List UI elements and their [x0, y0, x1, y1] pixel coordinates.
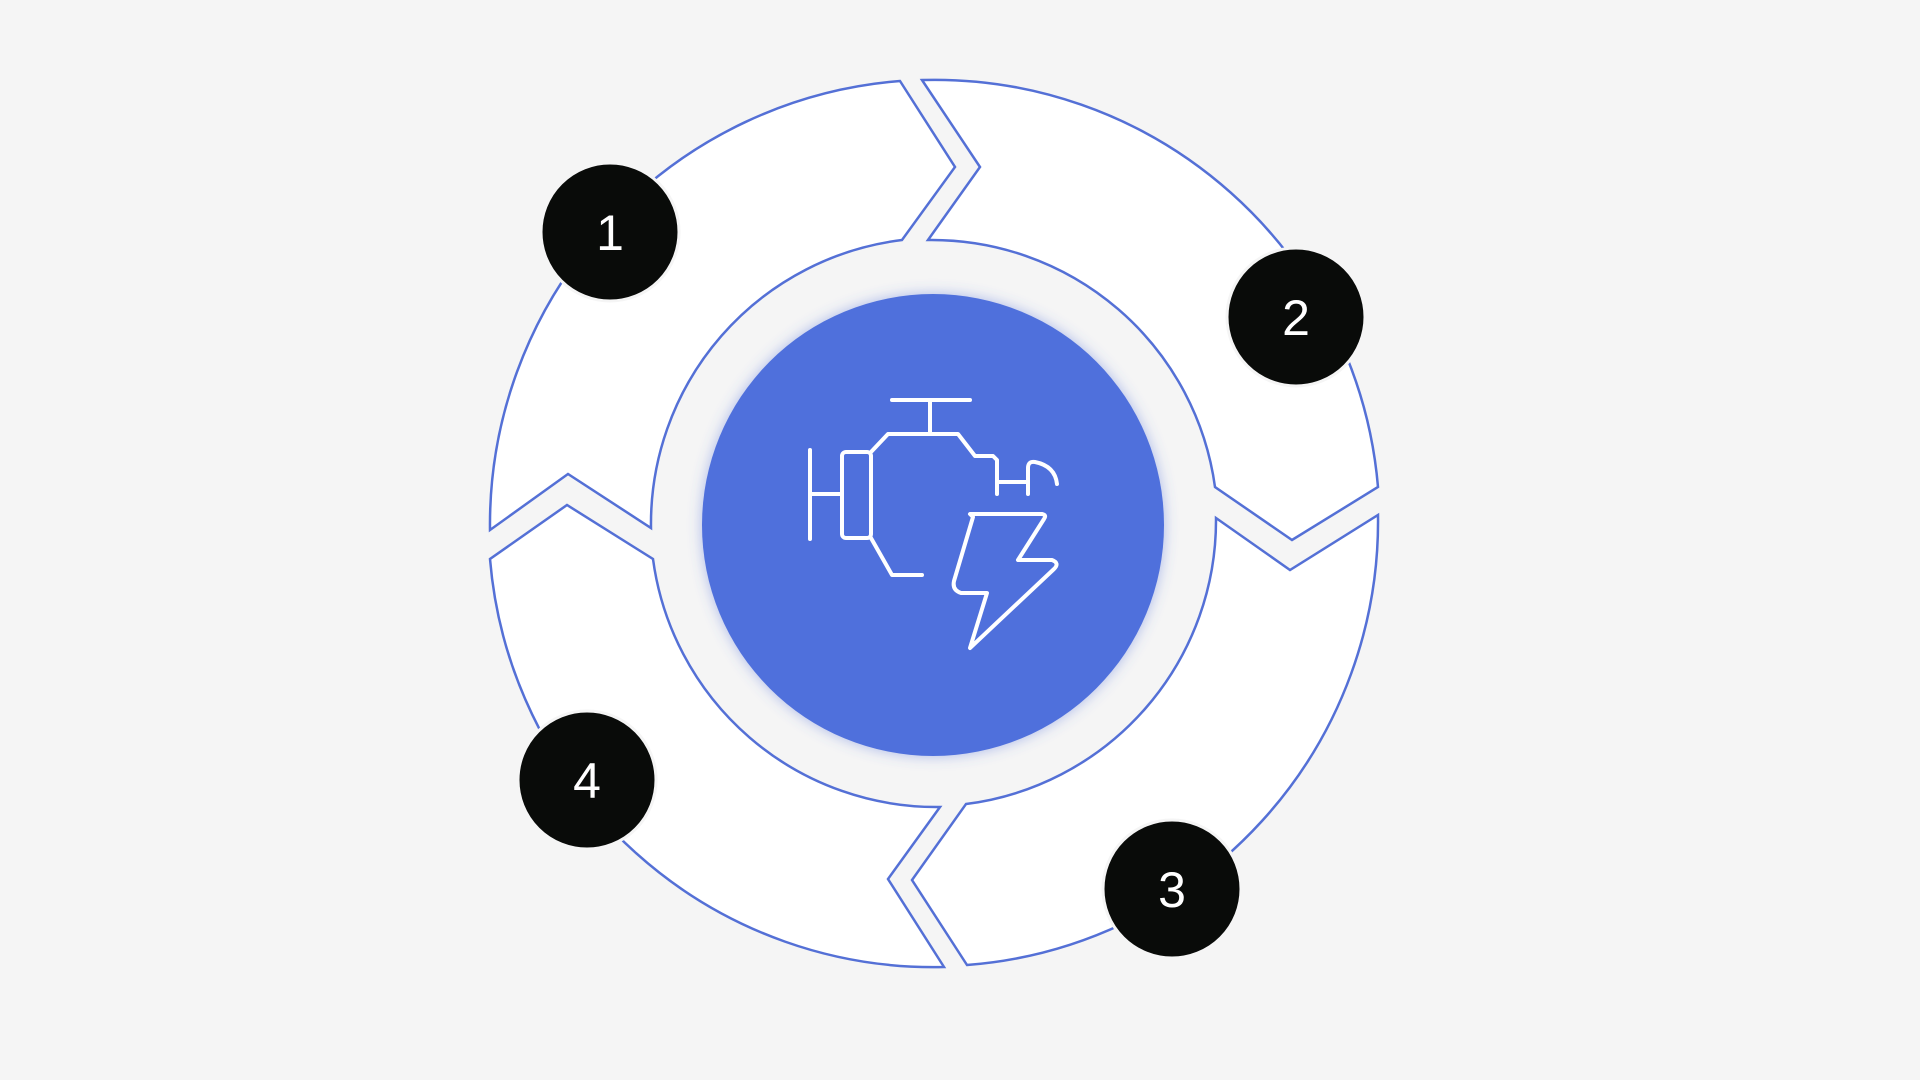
step-number-2: 2: [1282, 290, 1310, 346]
center-hub: [702, 294, 1164, 756]
step-number-1: 1: [596, 205, 624, 261]
step-badge-2: 2: [1225, 246, 1367, 388]
step-number-4: 4: [573, 753, 601, 809]
cycle-segment-1: [488, 79, 957, 533]
step-number-3: 3: [1158, 862, 1186, 918]
step-badge-4: 4: [516, 709, 658, 851]
pipe-valve-lightning-icon: [808, 398, 1059, 650]
cycle-segment-4: [488, 503, 947, 969]
step-badge-1: 1: [539, 161, 681, 303]
cycle-segment-2: [919, 78, 1380, 542]
cycle-segment-3: [910, 512, 1380, 967]
step-badge-3: 3: [1101, 818, 1243, 960]
